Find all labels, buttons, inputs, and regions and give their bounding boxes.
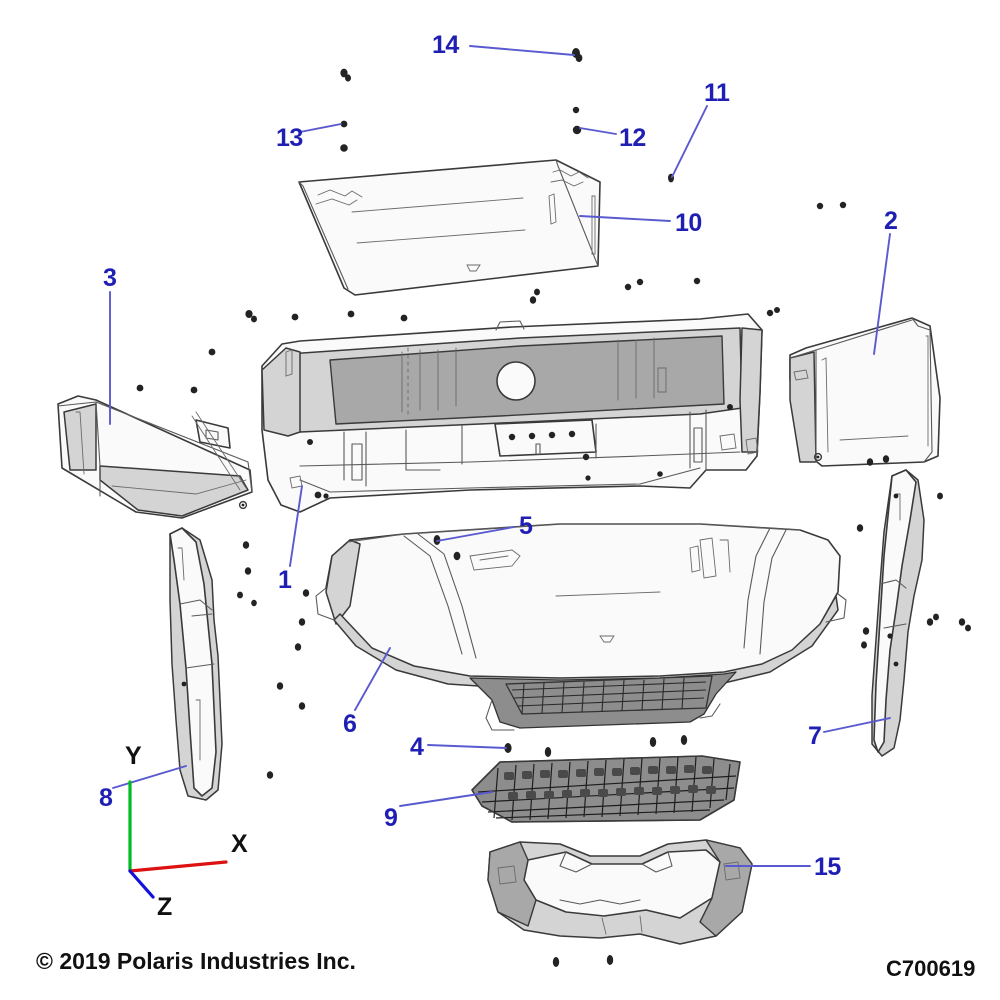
- axis-label-z: Z: [157, 893, 173, 921]
- leader-line-13: [299, 123, 342, 133]
- leader-line-1: [289, 485, 303, 567]
- callout-label-11: 11: [704, 79, 730, 107]
- axis-label-x: X: [231, 830, 248, 858]
- callout-label-9: 9: [384, 804, 398, 832]
- axis-line-z: [128, 869, 155, 899]
- callout-label-1: 1: [278, 566, 292, 594]
- callout-label-3: 3: [103, 264, 117, 292]
- callout-label-8: 8: [99, 784, 113, 812]
- callout-label-13: 13: [276, 124, 303, 152]
- grille-cell-fill: [504, 765, 716, 800]
- leader-line-6: [354, 647, 391, 711]
- leader-line-11: [671, 105, 708, 178]
- part-1-front-support-bulkhead: [261, 313, 763, 513]
- callout-label-5: 5: [519, 512, 533, 540]
- callout-label-2: 2: [884, 207, 898, 235]
- drawing-number: C700619: [886, 956, 976, 981]
- callout-label-10: 10: [675, 209, 702, 237]
- copyright-notice: © 2019 Polaris Industries Inc.: [36, 948, 356, 974]
- grille-mesh-pattern: [477, 756, 737, 821]
- callout-label-6: 6: [343, 710, 357, 738]
- part-15-lower-skid-valance: [487, 839, 753, 945]
- leader-line-9: [399, 791, 493, 807]
- axis-line-x: [128, 860, 228, 873]
- part-2-right-inner-fender-panel: [789, 317, 941, 467]
- leader-line-5: [436, 526, 515, 542]
- part-8-left-side-trim: [169, 527, 223, 801]
- leader-line-12: [579, 127, 617, 135]
- fastener-dots: [136, 48, 971, 967]
- callout-label-15: 15: [814, 853, 841, 881]
- leader-line-7: [823, 717, 891, 733]
- part-7-right-side-trim: [871, 469, 925, 757]
- callout-label-12: 12: [619, 124, 646, 152]
- leader-line-8: [112, 765, 187, 789]
- leader-line-14: [469, 45, 575, 56]
- part-3-left-inner-fender-panel: [57, 395, 253, 519]
- callout-label-14: 14: [432, 31, 459, 59]
- leader-line-2: [873, 233, 891, 355]
- axis-label-y: Y: [125, 742, 142, 770]
- leader-line-4: [427, 744, 507, 749]
- callout-label-7: 7: [808, 722, 822, 750]
- fascia-grille-mesh: [511, 677, 707, 715]
- callout-label-4: 4: [410, 733, 424, 761]
- part-10-hood-closeout-panel: [298, 159, 601, 296]
- part-9-front-grille-mesh: [471, 755, 741, 823]
- part-6-front-fascia-bumper: [315, 523, 847, 731]
- leader-line-10: [579, 215, 671, 222]
